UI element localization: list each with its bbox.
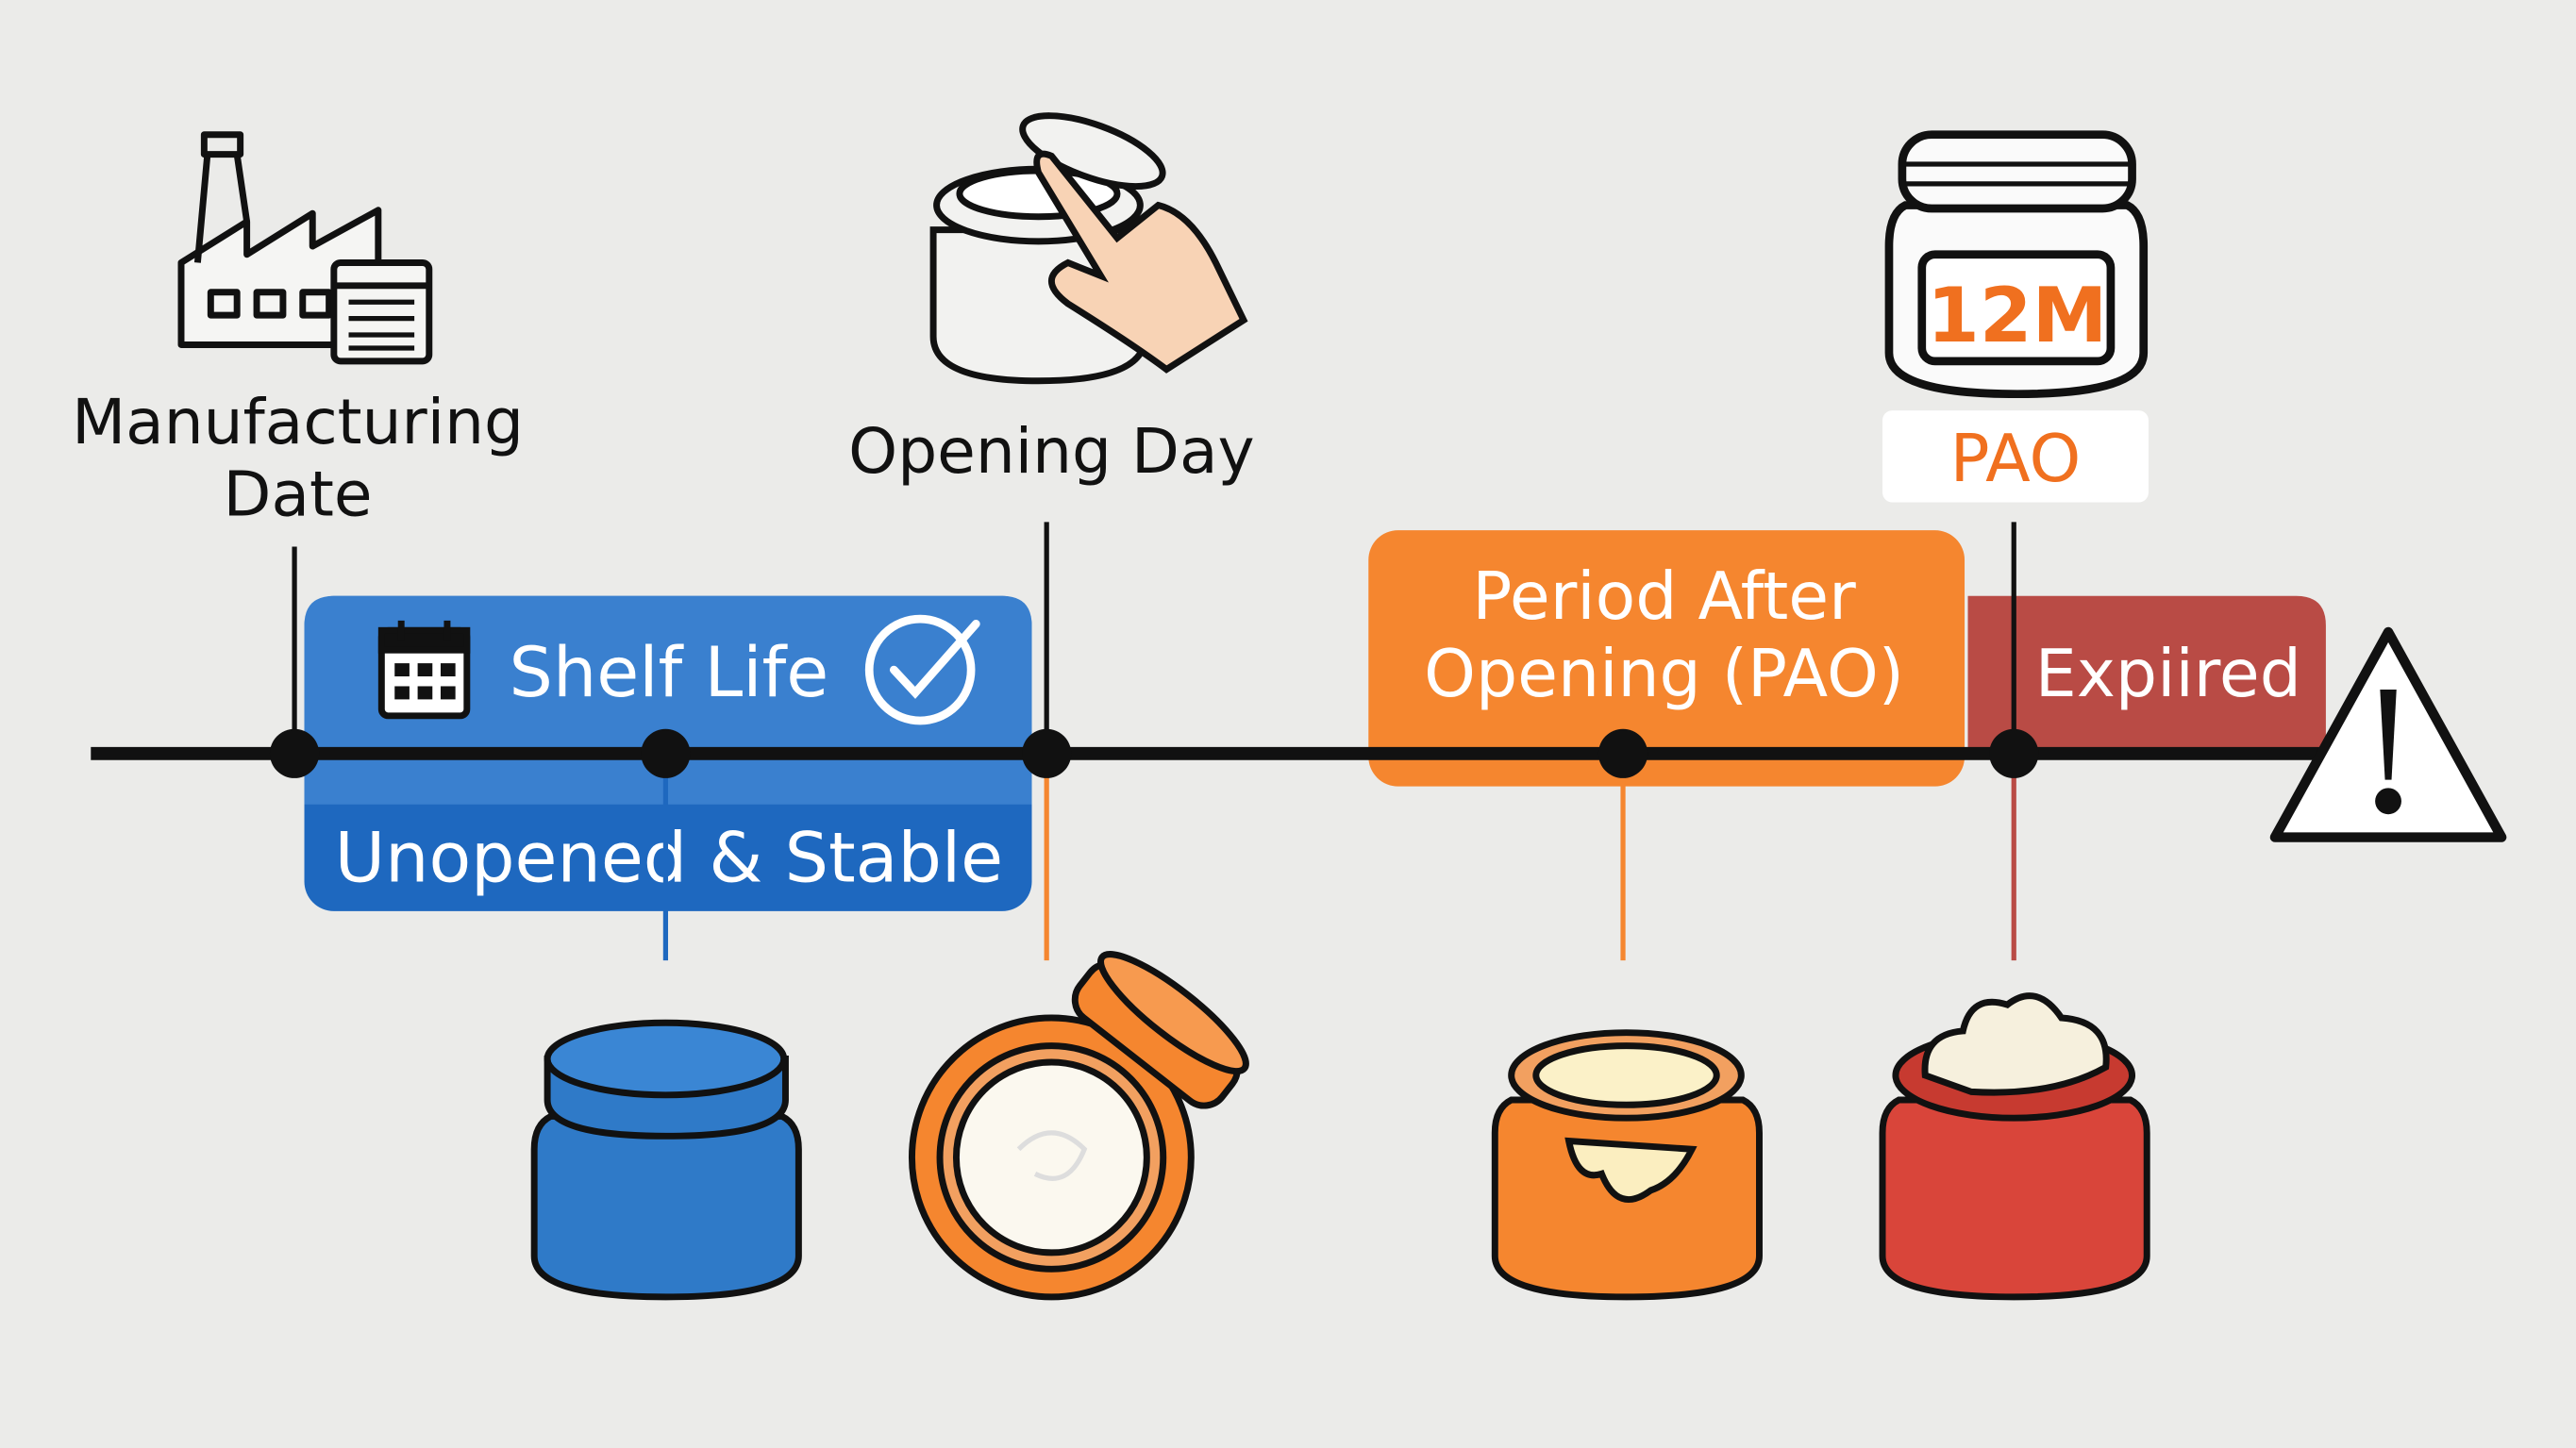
jar-12m-label: 12M [1927,272,2107,359]
milestone-shelf-life [641,728,691,778]
connector-lines [292,522,2016,961]
milestone-manufacturing [269,728,320,778]
shelf-life-label: Shelf Life [510,633,829,713]
check-circle-icon [864,614,980,725]
pao-badge [1882,410,2149,503]
milestone-pao [1597,728,1648,778]
open-orange-jar-icon [908,951,1249,1301]
manufacturing-label-line2: Date [224,458,373,530]
milestone-expiry [1989,728,2039,778]
calendar-icon [377,620,471,720]
factory-icon [177,131,433,365]
opening-day-label: Opening Day [848,415,1254,488]
expired-red-jar-icon [1879,992,2150,1301]
orange-jar-icon [1491,1029,1763,1301]
milestone-opening-day [1022,728,1072,778]
manufacturing-label-line1: Manufacturing [72,386,524,458]
closed-blue-jar-icon [530,1019,802,1301]
expired-box [1967,595,2326,754]
unopened-stable-label: Unopened & Stable [335,819,1003,899]
pao-period-label-line1: Period After [1472,558,1856,635]
expired-label: Expiired [2035,636,2301,712]
pao-badge-label: PAO [1950,421,2082,497]
warning-icon [2269,626,2507,842]
pao-period-label-line2: Opening (PAO) [1424,636,1904,712]
hand-opening-jar-icon [929,112,1248,385]
jar-12m-icon [1884,130,2149,399]
pao-period-box [1368,530,1965,787]
